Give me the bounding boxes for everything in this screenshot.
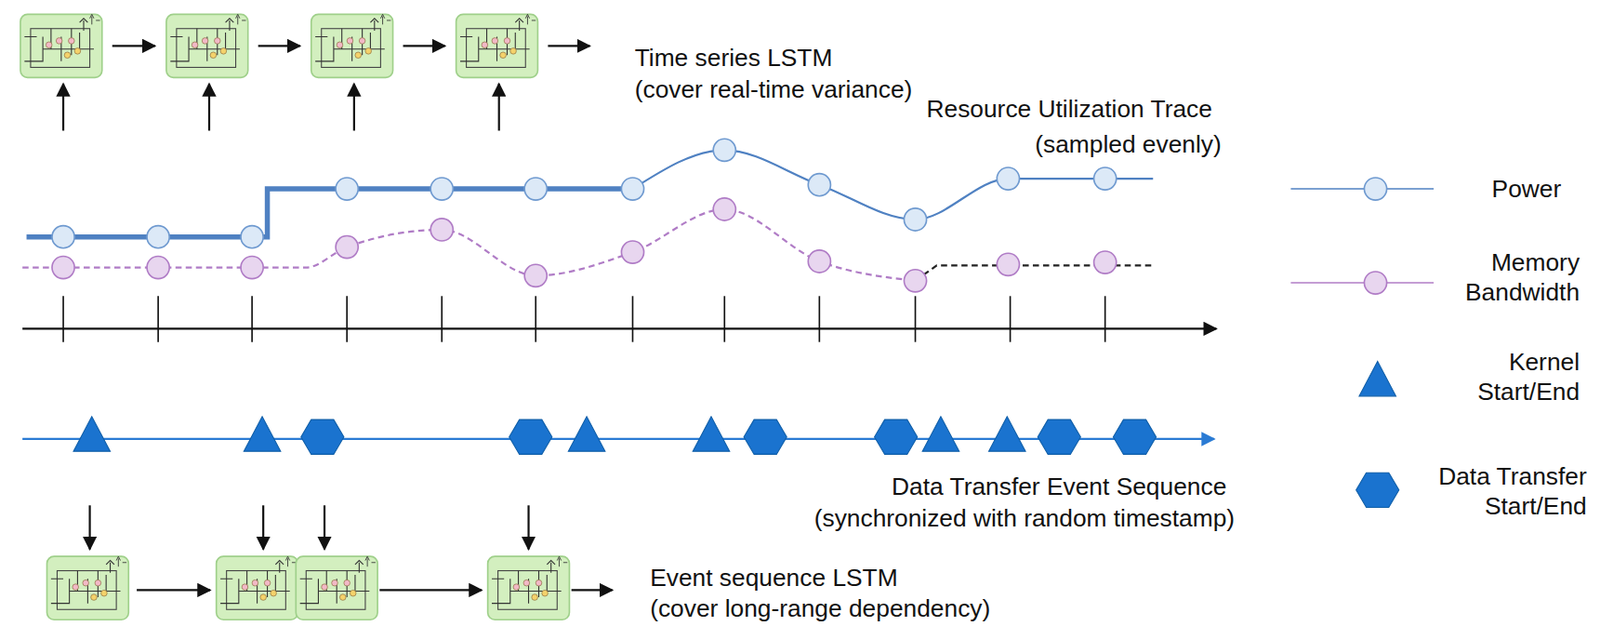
lstm-cell [311,13,394,78]
memory-sample [335,236,358,259]
flow-arrow [136,588,211,591]
input-arrow [208,83,211,131]
memory-sample [621,240,644,264]
power-sample [996,167,1019,190]
legend-sample [1363,177,1387,200]
lstm-cell [166,13,249,78]
input-arrow [262,504,265,549]
transfer-event [1037,419,1081,454]
transfer-event [301,419,344,454]
lstm-cell [20,13,103,78]
lstm-cell [488,555,570,620]
flow-arrow [379,588,482,591]
flow-arrow [547,44,590,47]
input-arrow [498,83,501,131]
power-sample [621,177,644,200]
caption-label: Data Transfer Event Sequence [891,473,1227,501]
flow-arrow [403,44,446,47]
memory-sample [240,255,264,278]
power-sample [335,177,358,200]
memory-sample [146,255,170,278]
axis-tick [819,295,821,342]
axis-tick [157,295,159,342]
axis-tick [1009,295,1012,342]
axis-tick [62,295,65,342]
legend-label: Power [1408,173,1562,204]
transfer-event [874,419,918,454]
kernel-event [692,416,730,451]
power-sample [146,225,170,249]
kernel-event [73,416,111,451]
legend-label: Data Transfer Start/End [1408,462,1587,521]
power-sample [713,138,736,161]
kernel-event [922,416,960,451]
power-sample [1094,167,1117,190]
input-arrow [62,83,65,131]
axis-tick [440,295,443,342]
event-line [22,437,1215,440]
transfer-event [1112,419,1156,454]
caption-label: (synchronized with random timestamp) [814,504,1235,532]
legend-sample [1363,271,1387,294]
caption-label: (sampled evenly) [1034,130,1222,158]
power-sample [807,173,831,197]
memory-trace [915,264,1154,280]
lstm-cell [216,555,299,620]
caption-label: Resource Utilization Trace [925,95,1212,123]
axis-tick [345,295,348,342]
power-trace [632,149,1153,220]
lstm-cell [456,13,539,78]
input-arrow [88,504,91,549]
axis-tick [914,295,917,342]
input-arrow [353,83,356,131]
lstm-cell [46,555,129,620]
legend-label: Memory Bandwidth [1446,248,1580,307]
memory-sample [807,250,831,273]
power-sample [524,177,547,200]
legend-label: Kernel Start/End [1456,347,1580,407]
axis-tick [534,295,537,342]
power-sample [903,208,926,231]
memory-sample [430,218,453,241]
power-sample [430,177,453,200]
memory-sample [713,198,736,221]
transfer-event [509,419,553,454]
memory-sample [996,252,1019,276]
legend-sample [1356,472,1400,507]
legend-sample [1359,361,1397,397]
memory-trace [251,209,915,281]
time-axis [22,327,1217,330]
axis-tick [1104,295,1107,342]
axis-tick [723,295,726,342]
power-sample [240,225,264,249]
legend-sample [1290,281,1434,284]
axis-tick [251,295,253,342]
memory-sample [903,269,926,292]
kernel-event [568,416,606,451]
axis-tick [632,295,635,342]
flow-arrow [571,588,613,591]
memory-sample [52,255,75,278]
caption-label: (cover real-time variance) [634,76,913,104]
caption-label: (cover long-range dependency) [649,595,991,622]
transfer-event [743,419,787,454]
legend-sample [1290,187,1434,190]
caption-label: Time series LSTM [634,44,834,72]
input-arrow [527,504,529,549]
kernel-event [243,416,281,451]
memory-sample [1094,251,1117,274]
lstm-cell [295,555,378,620]
memory-sample [524,264,547,287]
power-sample [52,225,75,249]
input-arrow [323,504,326,549]
flow-arrow [112,44,156,47]
kernel-event [989,416,1027,451]
caption-label: Event sequence LSTM [649,564,899,592]
flow-arrow [258,44,301,47]
